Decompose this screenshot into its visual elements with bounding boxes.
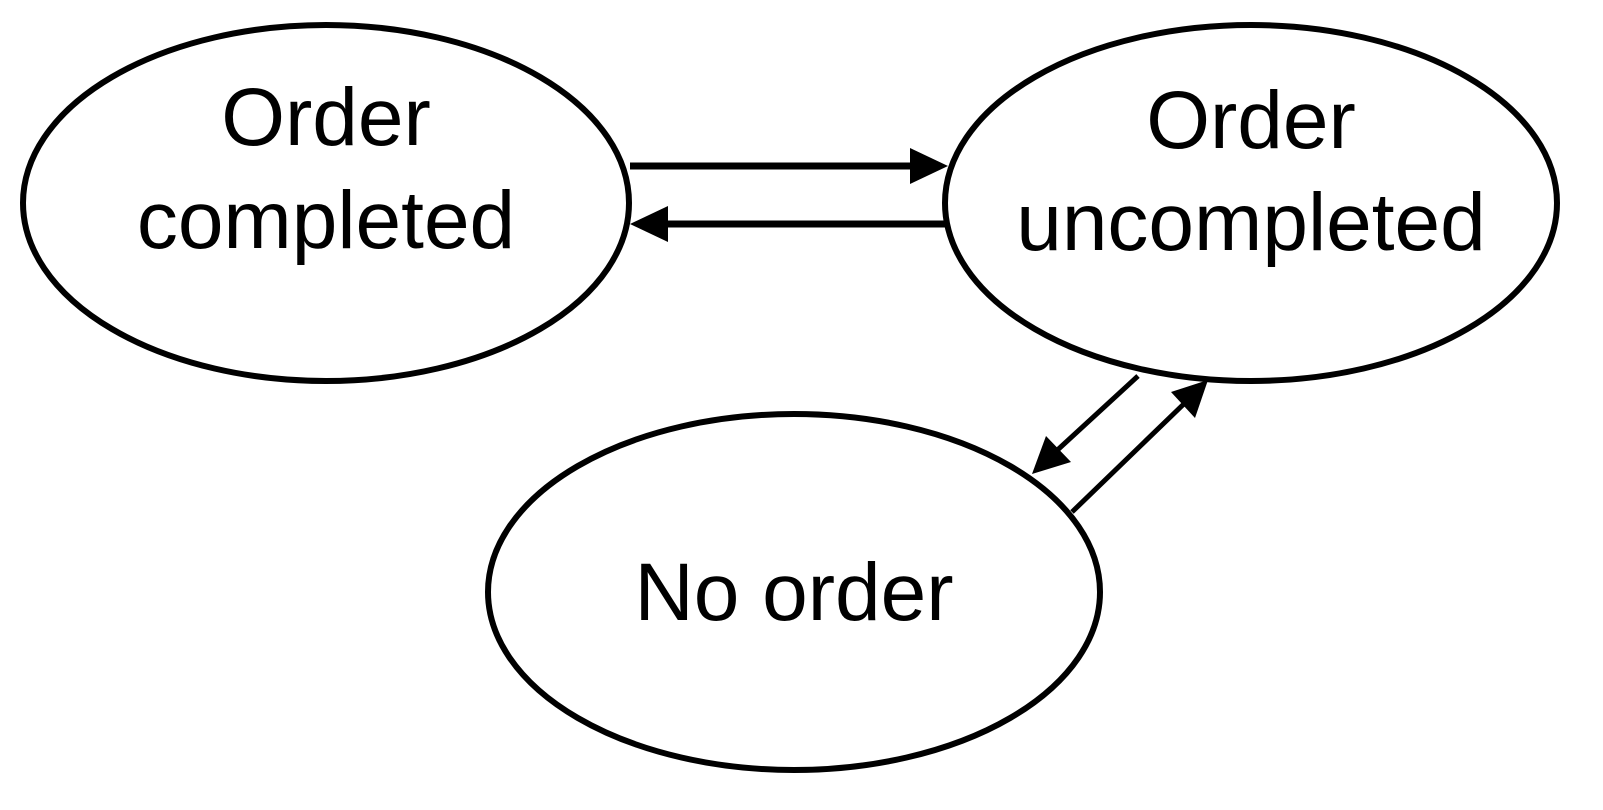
- transition-completed-to-uncompleted: [630, 148, 948, 184]
- state-order-uncompleted-label-line1: Order: [1146, 75, 1356, 166]
- state-order-completed: Order completed: [20, 22, 632, 384]
- arrow-left-icon: [630, 206, 668, 242]
- transition-uncompleted-to-completed: [630, 206, 945, 242]
- state-order-uncompleted-label-line2: uncompleted: [1016, 177, 1486, 268]
- arrow-right-icon: [910, 148, 948, 184]
- state-no-order: No order: [485, 411, 1103, 773]
- arrow-down-left-icon: [1032, 436, 1071, 474]
- state-no-order-ellipse: [485, 411, 1103, 773]
- state-order-completed-ellipse: [20, 22, 632, 384]
- state-order-completed-label-line1: Order: [221, 72, 431, 163]
- arrow-up-right-icon: [1171, 380, 1208, 418]
- state-order-uncompleted-ellipse: [942, 22, 1560, 384]
- transition-no-order-to-uncompleted: [1070, 380, 1208, 514]
- transition-no-order-to-uncompleted-line: [1070, 396, 1192, 514]
- state-no-order-label: No order: [634, 547, 953, 638]
- state-order-completed-label-line2: completed: [137, 175, 515, 266]
- state-order-uncompleted: Order uncompleted: [942, 22, 1560, 384]
- transition-uncompleted-to-no-order: [1032, 374, 1140, 474]
- transition-uncompleted-to-no-order-line: [1050, 374, 1140, 457]
